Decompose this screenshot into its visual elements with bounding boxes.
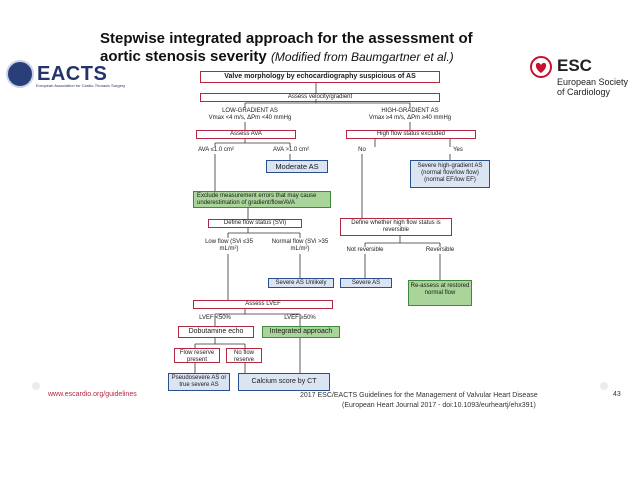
- title-line-2: aortic stenosis severity: [100, 48, 267, 65]
- reassess-box: Re-assess at restored normal flow: [408, 280, 472, 306]
- esc-society-line-2: of Cardiology: [557, 87, 611, 97]
- low-gradient-title: LOW-GRADIENT AS: [222, 108, 278, 114]
- esc-logo: ESC European Society of Cardiology: [530, 56, 628, 97]
- assess-ava-box: Assess AVA: [196, 130, 296, 139]
- not-reversible-label: Not reversible: [346, 247, 384, 253]
- high-flow-excluded-box: High flow status excluded: [346, 130, 476, 139]
- dobutamine-echo-box: Dobutamine echo: [178, 326, 254, 338]
- calcium-score-box: Calcium score by CT: [238, 373, 330, 391]
- title-subtitle: (Modified from Baumgartner et al.): [270, 50, 454, 64]
- title-line-1: Stepwise integrated approach for the ass…: [100, 30, 473, 47]
- assess-lvef-box: Assess LVEF: [193, 300, 333, 309]
- moderate-as-box: Moderate AS: [266, 160, 328, 173]
- exclude-errors-box: Exclude measurement errors that may caus…: [193, 191, 331, 208]
- decorative-dot: [600, 382, 608, 390]
- decorative-dot: [32, 382, 40, 390]
- normal-flow-label: Normal flow (SVi >35 mL/m²): [271, 239, 329, 252]
- eacts-logo-subtext: European Association for Cardio-Thoracic…: [36, 83, 126, 88]
- esc-society-name: European Society of Cardiology: [557, 77, 628, 97]
- esc-society-line-1: European Society: [557, 77, 629, 87]
- severe-as-unlikely-box: Severe AS Unlikely: [268, 278, 334, 288]
- eacts-logo: EACTS European Association for Cardio-Th…: [6, 60, 125, 88]
- guidelines-url: www.escardio.org/guidelines: [48, 391, 137, 398]
- high-gradient-header: HIGH-GRADIENT AS Vmax ≥4 m/s, ΔPm ≥40 mm…: [360, 108, 460, 122]
- severe-high-gradient-box: Severe high-gradient AS (normal flow/low…: [410, 160, 490, 188]
- esc-heart-icon: [530, 56, 552, 78]
- esc-logo-text: ESC: [557, 56, 592, 75]
- low-flow-label: Low flow (SVi ≤35 mL/m²): [205, 239, 253, 252]
- reversible-label: Reversible: [425, 247, 455, 253]
- define-high-flow-box: Define whether high flow status is rever…: [340, 218, 452, 236]
- high-gradient-definition: Vmax ≥4 m/s, ΔPm ≥40 mmHg: [368, 115, 452, 121]
- no-flow-reserve-box: No flow reserve: [226, 348, 262, 363]
- flowchart-connectors: [194, 83, 451, 373]
- page-number: 43: [613, 391, 621, 398]
- eacts-seal-icon: [6, 60, 34, 88]
- citation-line-2: (European Heart Journal 2017 - doi:10.10…: [342, 402, 536, 409]
- assess-velocity-box: Assess velocity/gradient: [200, 93, 440, 102]
- flow-reserve-box: Flow reserve present: [174, 348, 220, 363]
- pseudosevere-box: Pseudosevere AS or true severe AS: [168, 373, 230, 391]
- citation: 2017 ESC/EACTS Guidelines for the Manage…: [300, 391, 538, 411]
- high-gradient-title: HIGH-GRADIENT AS: [381, 108, 439, 114]
- low-gradient-header: LOW-GRADIENT AS Vmax <4 m/s, ΔPm <40 mmH…: [200, 108, 300, 122]
- low-gradient-definition: Vmax <4 m/s, ΔPm <40 mmHg: [208, 115, 292, 121]
- eacts-logo-text: EACTS: [37, 62, 108, 85]
- ava-low-label: AVA ≤1.0 cm²: [198, 147, 234, 153]
- slide: EACTS European Association for Cardio-Th…: [0, 14, 638, 404]
- severe-as-box: Severe AS: [340, 278, 392, 288]
- lvef-low-label: LVEF <50%: [199, 315, 231, 321]
- lvef-high-label: LVEF ≥50%: [284, 315, 316, 321]
- define-flow-status-box: Define flow status (SVi): [208, 219, 302, 228]
- yes-label: Yes: [453, 147, 463, 153]
- citation-line-1: 2017 ESC/EACTS Guidelines for the Manage…: [300, 392, 538, 399]
- slide-title: Stepwise integrated approach for the ass…: [100, 30, 473, 66]
- integrated-approach-box: Integrated approach: [262, 326, 340, 338]
- ava-high-label: AVA >1.0 cm²: [273, 147, 309, 153]
- valve-morphology-box: Valve morphology by echocardiography sus…: [200, 71, 440, 83]
- no-label: No: [358, 147, 366, 153]
